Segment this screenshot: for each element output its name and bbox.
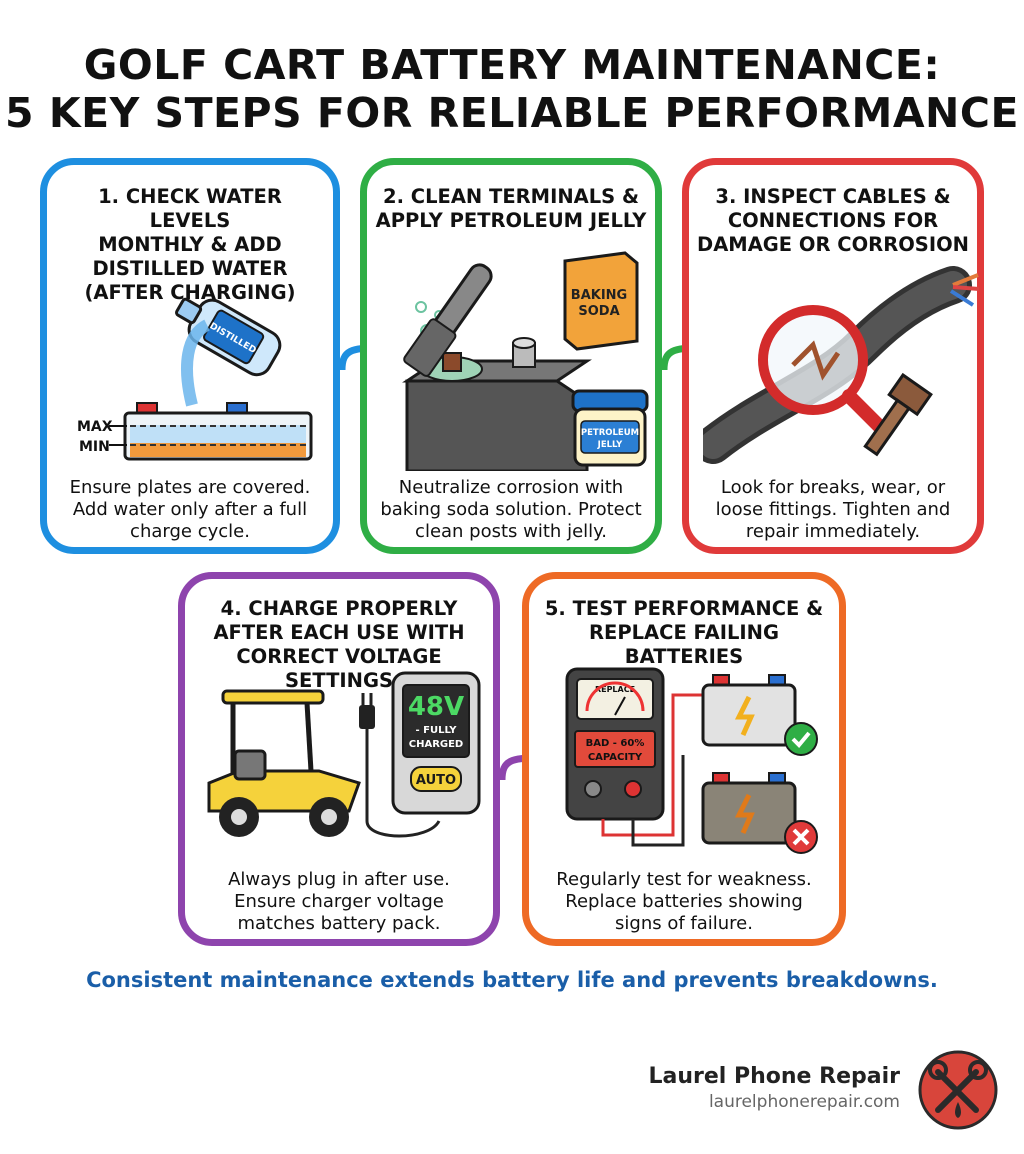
step-card-2: 2. CLEAN TERMINALS & APPLY PETROLEUM JEL… [360,158,662,554]
baking-soda-label-2: SODA [578,304,619,319]
good-battery-icon [701,674,818,756]
step-2-description: Neutralize corrosion with baking soda so… [380,477,642,542]
golf-cart-charging-illustration: 48V - FULLY CHARGED AUTO [207,671,481,838]
charger-voltage: 48V [408,692,464,722]
terminal-cleaning-illustration: BAKING SODA PETROLEUM JELLY [402,251,649,471]
charger-status-1: - FULLY [415,725,457,736]
step-5-description: Regularly test for weakness. Replace bat… [556,869,812,934]
page-title-line-2: 5 KEY STEPS FOR RELIABLE PERFORMANCE [5,89,1019,137]
wrench-logo-icon [918,1050,998,1130]
step-card-1: 1. CHECK WATER LEVELS MONTHLY & ADD DIST… [40,158,340,554]
step-4-description: Always plug in after use. Ensure charger… [228,869,450,934]
step-card-3: 3. INSPECT CABLES & CONNECTIONS FOR DAMA… [682,158,984,554]
step-5-title: 5. TEST PERFORMANCE & REPLACE FAILING BA… [544,597,824,668]
step-3-title: 3. INSPECT CABLES & CONNECTIONS FOR DAMA… [697,185,969,256]
tagline: Consistent maintenance extends battery l… [86,968,938,992]
min-label: MIN [79,439,110,455]
battery-water-illustration: DISTILLED MAX MIN [77,297,313,461]
baking-soda-label-1: BAKING [571,288,627,303]
meter-reading-2: CAPACITY [588,752,643,763]
max-label: MAX [77,419,113,435]
brand-name: Laurel Phone Repair [648,1064,901,1089]
step-1-description: Ensure plates are covered. Add water onl… [69,477,311,542]
charger-status-2: CHARGED [409,739,464,750]
distilled-water-bottle-icon: DISTILLED [175,297,282,377]
step-1-title: 1. CHECK WATER LEVELS MONTHLY & ADD DIST… [84,185,296,304]
cable-inspection-illustration [703,266,980,464]
multimeter-icon: REPLACE BAD - 60% CAPACITY [565,667,665,821]
brand-url: laurelphonerepair.com [708,1092,900,1112]
step-2-title: 2. CLEAN TERMINALS & APPLY PETROLEUM JEL… [375,185,647,232]
bad-battery-icon [701,772,818,854]
power-plug-icon [359,693,441,838]
jelly-label-1: PETROLEUM [581,428,639,438]
page-title-line-1: GOLF CART BATTERY MAINTENANCE: [83,41,941,89]
step-card-5: 5. TEST PERFORMANCE & REPLACE FAILING BA… [522,572,846,946]
step-card-4: 4. CHARGE PROPERLY AFTER EACH USE WITH C… [178,572,500,946]
bolt-icon [863,372,933,457]
step-4-title: 4. CHARGE PROPERLY AFTER EACH USE WITH C… [213,597,465,692]
step-3-description: Look for breaks, wear, or loose fittings… [715,477,951,542]
jelly-label-2: JELLY [597,440,623,450]
golf-cart-icon [207,689,361,837]
meter-reading-1: BAD - 60% [586,738,645,749]
charger-mode: AUTO [416,773,456,788]
battery-testing-illustration: REPLACE BAD - 60% CAPACITY [565,667,818,854]
meter-top-label: REPLACE [595,685,635,694]
charger-icon: 48V - FULLY CHARGED AUTO [391,671,481,815]
baking-soda-box-icon: BAKING SODA [563,251,639,351]
petroleum-jelly-jar-icon: PETROLEUM JELLY [571,389,649,467]
